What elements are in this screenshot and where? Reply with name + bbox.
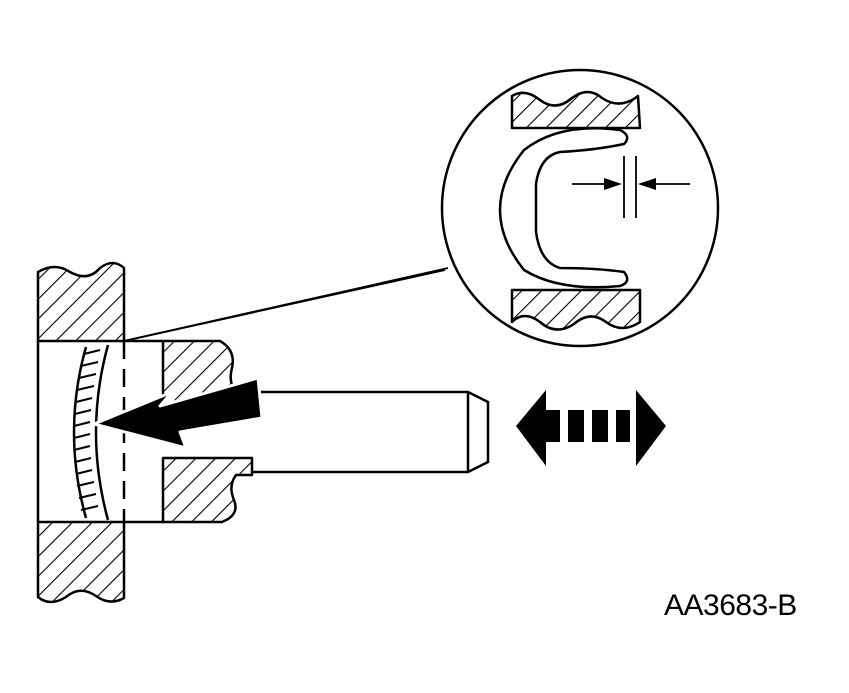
detail-circle — [440, 68, 720, 348]
housing-wall-bottom — [36, 520, 126, 604]
seal-ring-inner — [94, 344, 110, 521]
gap-arrowhead-left — [604, 178, 622, 190]
reciprocating-motion-arrow — [516, 390, 666, 466]
insertion-arrow — [92, 376, 264, 450]
detail-upper-wall — [510, 90, 642, 130]
gap-arrowhead-right — [638, 178, 656, 190]
c-clip — [498, 127, 629, 289]
leader-line-lower — [123, 269, 446, 342]
bushing-lower-section — [161, 456, 254, 524]
detail-lower-wall — [510, 288, 642, 331]
housing-wall-top — [36, 261, 126, 343]
figure-reference-code: AA3683-B — [664, 589, 797, 622]
seal-ring-outer — [72, 346, 88, 519]
shaft — [252, 390, 490, 474]
seal-ring-segments — [73, 349, 101, 511]
